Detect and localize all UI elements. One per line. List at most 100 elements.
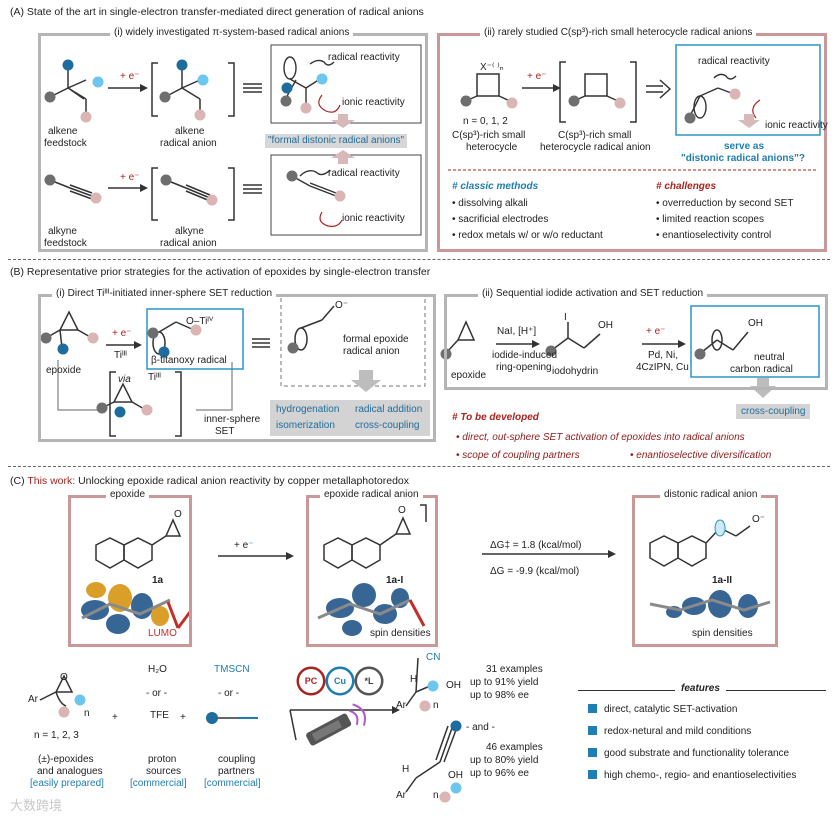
h2o-label: H₂O — [148, 664, 167, 675]
chip-isomerization: isomerization — [276, 420, 335, 431]
h-atom-1: H — [410, 674, 418, 685]
panel-b-ii-title: (ii) Sequential iodide activation and SE… — [478, 288, 708, 299]
epoxide-label-b: epoxide — [46, 365, 82, 376]
proton-l1: proton — [148, 754, 177, 765]
delta-g: ΔG = -9.9 (kcal/mol) — [490, 566, 580, 577]
or-2: - or - — [218, 688, 240, 699]
feature-item-4: high chemo-, regio- and enantioselectivi… — [588, 770, 796, 781]
feature-item-2: redox-netural and mild conditions — [588, 726, 751, 737]
oh-label-c2: OH — [448, 770, 463, 781]
res2-yield: up to 80% yield — [470, 755, 539, 766]
cross-coupling-chip: cross-coupling — [736, 404, 811, 419]
res1-yield: up to 91% yield — [470, 677, 539, 688]
ligand-badge: *L — [357, 669, 381, 693]
het2-l1: C(sp³)-rich small — [558, 130, 632, 141]
alkyne-feedstock-l1: alkyne — [48, 226, 77, 237]
features-title: features — [675, 683, 726, 695]
commercial-1: [commercial] — [130, 778, 187, 789]
alkyne-feedstock-l2: feedstock — [44, 238, 87, 249]
spin-densities-1: spin densities — [370, 628, 431, 639]
section-c-title: (C) This work: Unlocking epoxide radical… — [10, 475, 410, 487]
res1-examples: 31 examples — [486, 664, 543, 675]
plus-1: + — [112, 712, 118, 723]
panel-a-i-title: (i) widely investigated π-system-based r… — [110, 27, 354, 38]
ar-label-2: Ar — [396, 700, 406, 711]
o-minus-b: O⁻ — [335, 300, 349, 311]
coupling-l1: coupling — [218, 754, 256, 765]
panel-b-i-title: (i) Direct Tiᴵᴵᴵ-initiated inner-sphere … — [52, 288, 277, 299]
alkyne-ra-l1: alkyne — [175, 226, 204, 237]
divider-ab — [8, 259, 830, 260]
challenge-item-3: • enantioselectivity control — [656, 230, 772, 241]
alkene-ra-l2: radical anion — [160, 138, 217, 149]
spin-densities-2: spin densities — [692, 628, 753, 639]
o-atom-1: O — [174, 509, 182, 520]
lumo-label: LUMO — [148, 628, 177, 639]
chip-cross-coupling: cross-coupling — [355, 420, 420, 431]
section-b-title: (B) Representative prior strategies for … — [10, 266, 431, 278]
divider-bc — [8, 466, 830, 467]
res2-ee: up to 96% ee — [470, 768, 529, 779]
epoxides-l2: and analogues — [37, 766, 103, 777]
compound-1a: 1a — [152, 575, 164, 586]
todo-item-3: • enantioselective diversification — [630, 450, 772, 461]
alkyne-e-label: + e⁻ — [120, 172, 140, 183]
panel-c-distonic-title: distonic radical anion — [660, 489, 762, 500]
or-1: - or - — [146, 688, 168, 699]
radical-reactivity-3: radical reactivity — [698, 56, 770, 67]
ti-label: Tiᴵᴵᴵ — [114, 350, 127, 361]
via-label: via — [118, 374, 131, 385]
ionic-reactivity-1: ionic reactivity — [342, 97, 405, 108]
compound-1a-i: 1a-I — [386, 575, 404, 586]
classic-item-2: • sacrificial electrodes — [452, 214, 549, 225]
compound-1a-ii: 1a-II — [712, 575, 733, 586]
and-label: - and - — [466, 722, 495, 733]
ar-label-1: Ar — [28, 694, 38, 705]
serve-as-l1: serve as — [724, 141, 765, 152]
res1-ee: up to 98% ee — [470, 690, 529, 701]
o-minus-c: O⁻ — [752, 514, 766, 525]
challenge-item-2: • limited reaction scopes — [656, 214, 764, 225]
o-atom-sm: O — [60, 672, 68, 683]
n-sub-3: n — [433, 790, 439, 801]
oh-label-b: OH — [598, 320, 613, 331]
feature-item-3: good substrate and functionality toleran… — [588, 748, 789, 759]
plus-2: + — [180, 712, 186, 723]
formal-distonic-label: "formal distonic radical anions" — [265, 134, 408, 148]
n-values-c: n = 1, 2, 3 — [34, 730, 79, 741]
epoxides-l1: (±)-epoxides — [38, 754, 94, 765]
chip-hydrogenation: hydrogenation — [276, 404, 340, 415]
iodine-atom: I — [564, 312, 567, 323]
alkyne-ra-l2: radical anion — [160, 238, 217, 249]
inner-sphere-l1: inner-sphere — [204, 414, 261, 425]
panel-a-ii-title: (ii) rarely studied C(sp³)-rich small he… — [480, 27, 757, 38]
het2-l2: heterocycle radical anion — [540, 142, 651, 153]
o-ti-label: O–Tiᴵⱽ — [186, 316, 214, 327]
tfe-label: TFE — [150, 710, 169, 721]
chip-radical-addition: radical addition — [355, 404, 423, 415]
formal-epoxide-l1: formal epoxide — [343, 334, 409, 345]
todo-item-2: • scope of coupling partners — [456, 450, 580, 461]
challenges-title: # challenges — [656, 181, 717, 192]
watermark: 大数跨境 — [10, 798, 63, 813]
ti-e-label: + e⁻ — [112, 328, 132, 339]
proton-l2: sources — [146, 766, 182, 777]
oh-label-b2: OH — [748, 318, 763, 329]
feature-item-1: direct, catalytic SET-activation — [588, 704, 737, 715]
ti-label-2: Tiᴵᴵᴵ — [148, 372, 161, 383]
titanoxy-label: β-titanoxy radical — [151, 355, 227, 366]
classic-item-1: • dissolving alkali — [452, 198, 528, 209]
coupling-l2: partners — [218, 766, 255, 777]
easily-prepared: [easily prepared] — [30, 778, 104, 789]
cu-catalyst-badge: Cu — [328, 669, 352, 693]
radical-reactivity-1: radical reactivity — [328, 52, 400, 63]
pc-catalyst-badge: PC — [299, 669, 323, 693]
oh-label-c1: OH — [446, 680, 461, 691]
serve-as-l2: "distonic radical anions"? — [681, 153, 805, 164]
het-e-label: + e⁻ — [527, 71, 547, 82]
het1-l2: heterocycle — [466, 142, 518, 153]
ar-label-3: Ar — [396, 790, 406, 801]
todo-title: # To be developed — [452, 412, 539, 423]
alkene-feedstock-l1: alkene — [48, 126, 78, 137]
